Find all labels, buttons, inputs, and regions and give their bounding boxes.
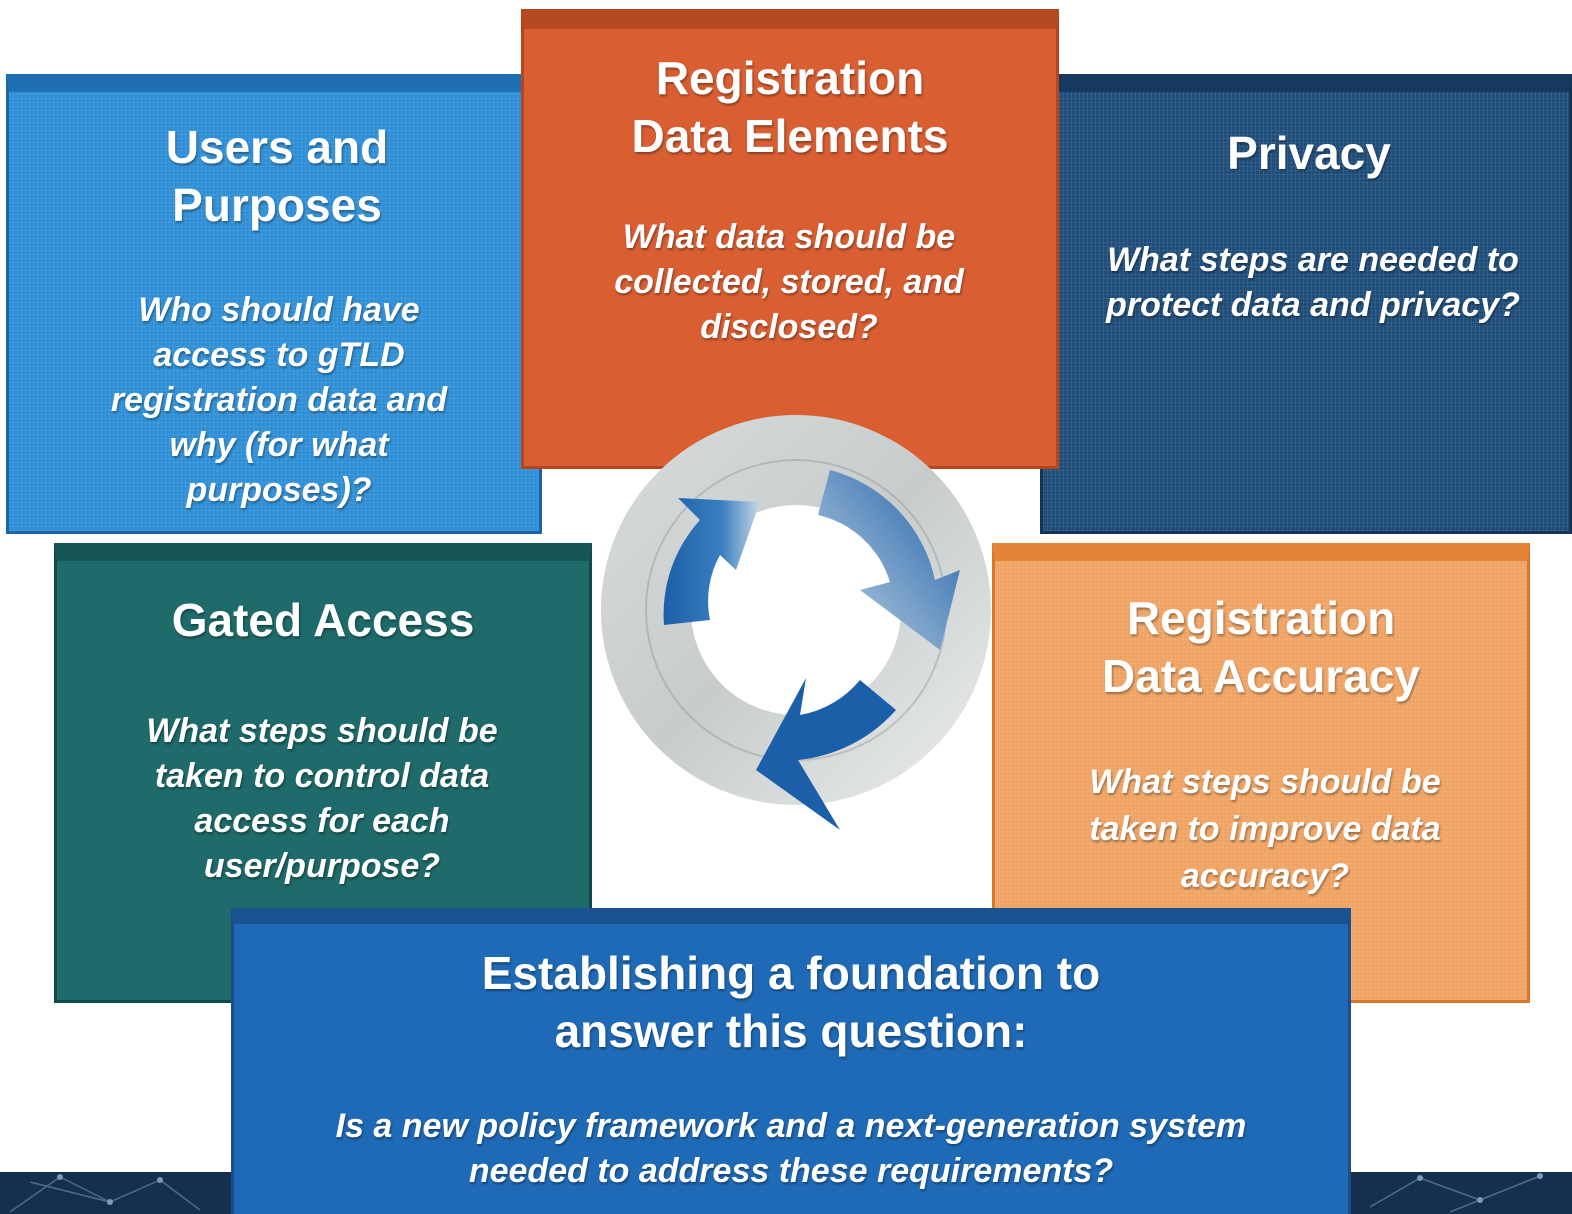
users-and-purposes-box: Users and Purposes Who should have acces… — [6, 74, 542, 534]
gated-access-title: Gated Access — [171, 594, 475, 646]
registration-data-accuracy-title: Registration Data Accuracy — [1102, 592, 1420, 702]
foundation-box: Establishing a foundation to answer this… — [231, 908, 1351, 1214]
registration-data-elements-question: What data should be collected, stored, a… — [614, 218, 964, 346]
privacy-title: Privacy — [1227, 127, 1391, 179]
users-and-purposes-title: Users and Purposes — [165, 121, 389, 231]
gated-access-question: What steps should be taken to control da… — [146, 712, 498, 885]
privacy-question: What steps are needed to protect data an… — [1106, 241, 1520, 324]
foundation-question: Is a new policy framework and a next-gen… — [335, 1107, 1247, 1190]
network-pattern — [9, 1173, 1543, 1213]
registration-data-elements-box: Registration Data Elements What data sho… — [521, 9, 1059, 469]
circular-arrows-icon — [601, 415, 991, 830]
registration-data-accuracy-question: What steps should be taken to improve da… — [1089, 763, 1441, 895]
users-and-purposes-question: Who should have access to gTLD registrat… — [110, 291, 448, 509]
foundation-title: Establishing a foundation to answer this… — [481, 947, 1101, 1057]
privacy-box: Privacy What steps are needed to protect… — [1040, 74, 1572, 534]
registration-data-elements-title: Registration Data Elements — [631, 52, 949, 162]
